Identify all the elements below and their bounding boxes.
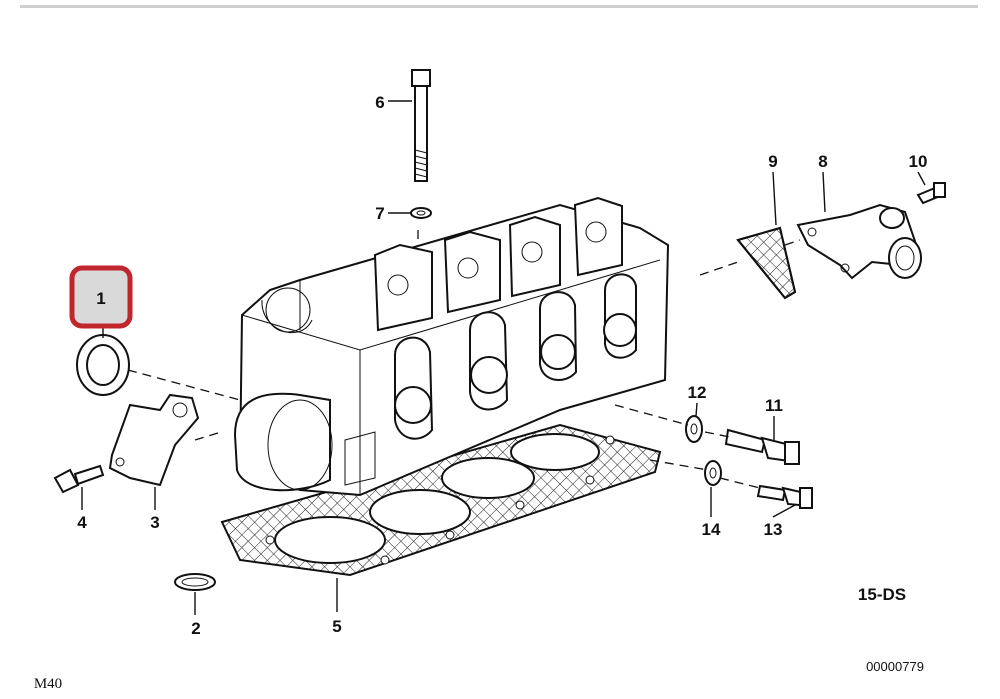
coolant-flange-gasket-part[interactable] xyxy=(736,226,797,300)
coolant-flange-part[interactable] xyxy=(796,203,922,280)
callout-6[interactable]: 6 xyxy=(375,93,384,112)
callout-5[interactable]: 5 xyxy=(332,617,341,636)
head-bolt-part[interactable] xyxy=(411,69,431,182)
callout-3[interactable]: 3 xyxy=(150,513,159,532)
callout-14[interactable]: 14 xyxy=(702,520,721,539)
callout-1[interactable]: 1 xyxy=(96,289,105,308)
head-gasket-part[interactable] xyxy=(220,423,662,577)
image-code: 00000779 xyxy=(866,659,924,674)
callout-11[interactable]: 11 xyxy=(765,396,783,415)
callout-9[interactable]: 9 xyxy=(768,152,777,171)
callout-12[interactable]: 12 xyxy=(688,383,707,402)
cylinder-head-part xyxy=(233,196,670,497)
sensor-washer-upper-part[interactable] xyxy=(685,415,703,443)
bracket-bolt-part[interactable] xyxy=(53,464,105,494)
sensor-washer-lower-part[interactable] xyxy=(704,460,722,486)
callout-4[interactable]: 4 xyxy=(77,513,87,532)
callout-7[interactable]: 7 xyxy=(375,204,384,223)
model-label: M40 xyxy=(34,676,62,692)
lifting-bracket-part[interactable] xyxy=(108,393,200,487)
callout-8[interactable]: 8 xyxy=(818,152,827,171)
callout-2[interactable]: 2 xyxy=(191,619,200,638)
diagram-title: 15-DS xyxy=(858,585,906,604)
top-divider xyxy=(20,5,978,8)
flange-screw-part[interactable] xyxy=(916,182,946,205)
callout-13[interactable]: 13 xyxy=(764,520,783,539)
temperature-sensor-lower-part[interactable] xyxy=(756,484,813,509)
temperature-sensor-upper-part[interactable] xyxy=(724,428,800,465)
head-bolt-washer-part[interactable] xyxy=(410,207,432,219)
highlight-box xyxy=(69,265,133,329)
shaft-seal-part[interactable] xyxy=(76,334,130,396)
callout-10[interactable]: 10 xyxy=(909,152,928,171)
sealing-ring-part[interactable] xyxy=(174,573,216,591)
